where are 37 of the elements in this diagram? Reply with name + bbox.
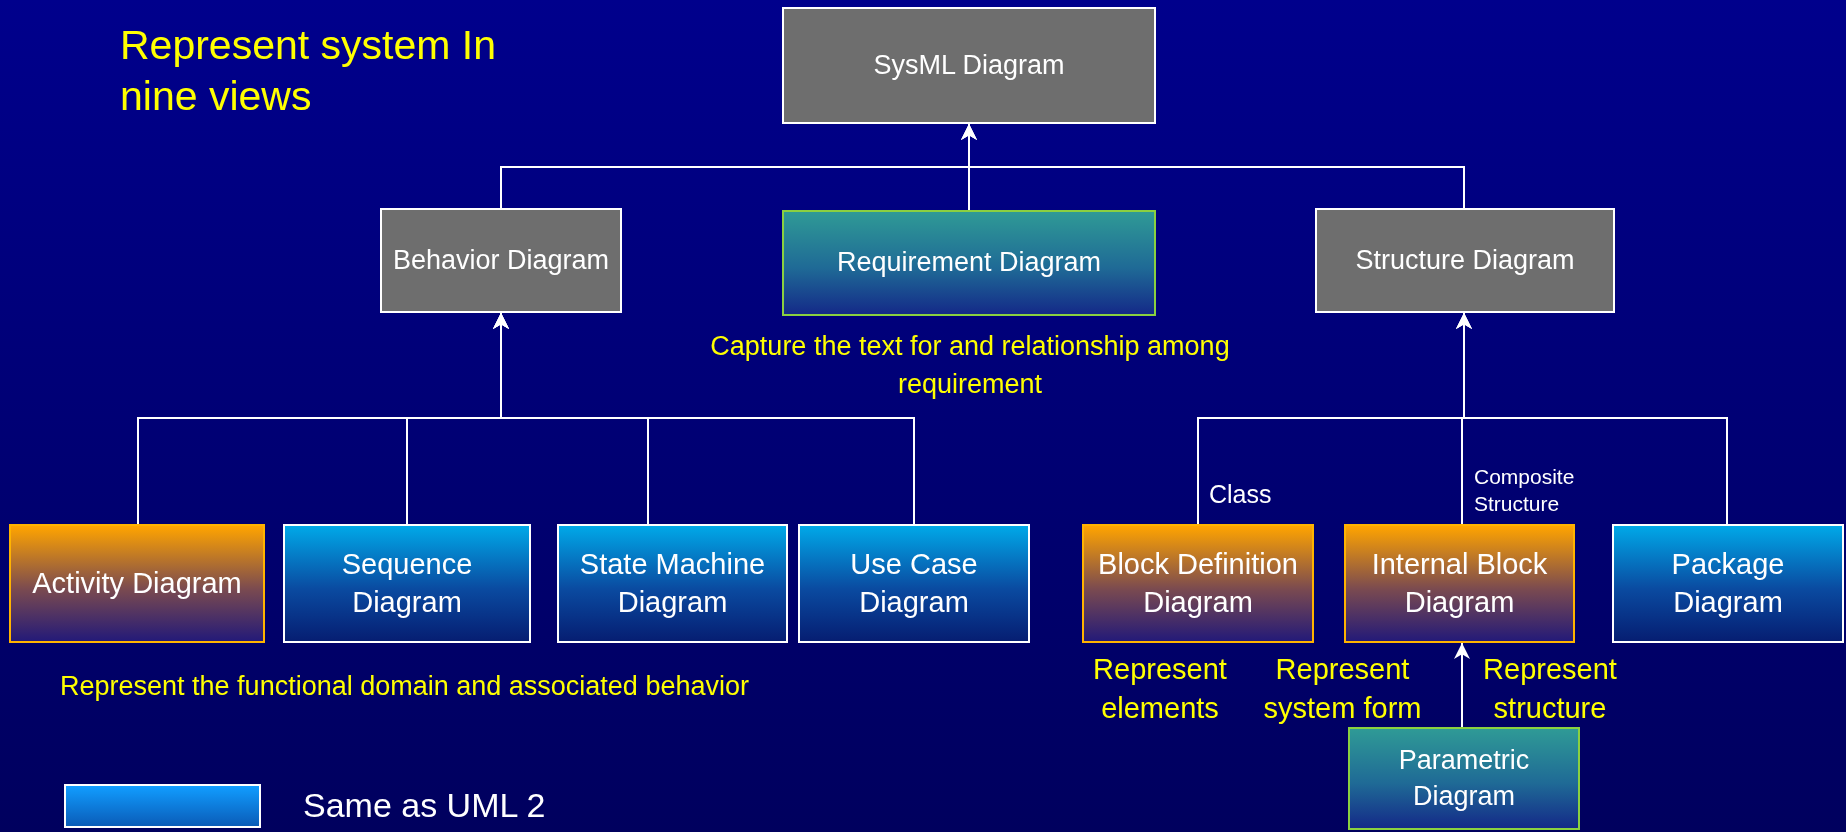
diagram-box	[557, 524, 788, 643]
arrow	[493, 312, 915, 525]
legend-label: Same as UML 2	[303, 786, 546, 825]
diagram-box	[1315, 208, 1615, 313]
box-label: Block Definition Diagram	[1097, 546, 1299, 620]
note: Represent elements	[1092, 652, 1228, 727]
box-label: Structure Diagram	[1354, 243, 1576, 277]
diagram-box	[782, 7, 1156, 124]
note: Represent the functional domain and associated behavior	[60, 670, 750, 703]
diagram-box	[283, 524, 531, 643]
diagram-box	[1344, 524, 1575, 643]
arrow	[1456, 312, 1728, 525]
diagram-box	[1612, 524, 1844, 643]
note: Represent structure	[1482, 652, 1618, 727]
box-label: Parametric Diagram	[1397, 744, 1531, 813]
edge-label: Composite Structure	[1474, 464, 1576, 518]
box-label: State Machine Diagram	[578, 546, 767, 620]
title: Represent system In nine views	[120, 21, 497, 122]
box-label: Activity Diagram	[31, 565, 243, 601]
diagram-box	[380, 208, 622, 313]
box-label: Internal Block Diagram	[1370, 546, 1549, 620]
diagram-box	[782, 210, 1156, 316]
note: Capture the text for and relationship among requirement	[709, 330, 1231, 401]
arrow	[961, 123, 1465, 209]
box-label: Use Case Diagram	[849, 546, 979, 620]
note: Represent system form	[1262, 652, 1423, 727]
diagram-box	[1082, 524, 1314, 643]
diagram-box	[1348, 727, 1580, 830]
box-label: SysML Diagram	[872, 48, 1066, 82]
box-label: Sequence Diagram	[340, 546, 474, 620]
edge-label: Class	[1209, 479, 1273, 510]
diagram-box	[9, 524, 265, 643]
diagram-box	[798, 524, 1030, 643]
box-label: Requirement Diagram	[835, 246, 1103, 280]
arrow	[1454, 642, 1470, 728]
box-label: Behavior Diagram	[391, 243, 611, 277]
box-label: Package Diagram	[1670, 546, 1786, 620]
